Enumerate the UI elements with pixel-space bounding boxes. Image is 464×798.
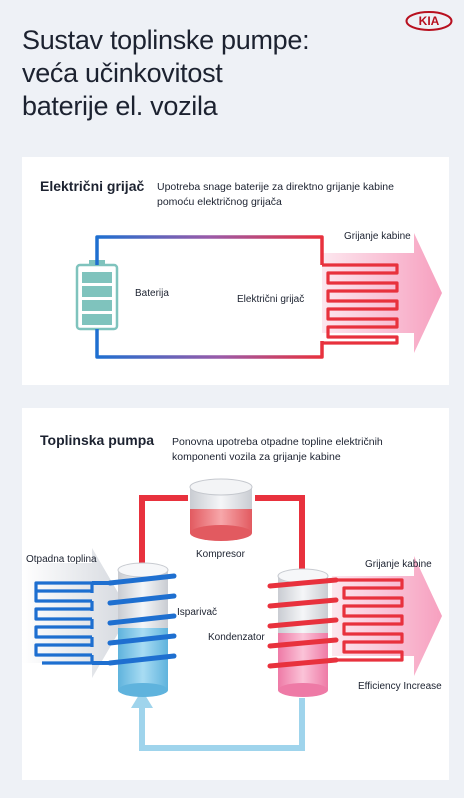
- cabin-heating-label: Grijanje kabine: [344, 231, 411, 242]
- battery-icon: [75, 260, 119, 331]
- waste-heat-label: Otpadna toplina: [26, 554, 97, 565]
- electric-heater-panel: Električni grijač Upotreba snage baterij…: [22, 157, 449, 385]
- title-line-1: Sustav toplinske pumpe:: [22, 25, 310, 55]
- heat-pump-heading: Toplinska pumpa: [40, 432, 155, 448]
- electric-heater-heading: Električni grijač: [40, 178, 145, 194]
- cabin-heating-coil: [322, 263, 399, 345]
- condenser-coil: [267, 577, 339, 669]
- electric-heater-description: Upotreba snage baterije za direktno grij…: [157, 181, 394, 208]
- cabin-heating-coil-2: [336, 578, 404, 662]
- cabin-heat-arrow: [322, 233, 442, 353]
- heat-pump-diagram: [22, 478, 442, 751]
- heat-pump-panel: Toplinska pumpa Ponovna upotreba otpadne…: [22, 408, 449, 780]
- condenser-cylinder: [277, 568, 329, 697]
- title-line-3: baterije el. vozila: [22, 91, 218, 121]
- waste-heat-coil: [34, 581, 92, 665]
- page-title: Sustav toplinske pumpe: veća učinkovitos…: [22, 24, 362, 123]
- return-pipe: [139, 698, 305, 751]
- battery-label: Baterija: [135, 288, 169, 299]
- electric-heater-label: Električni grijač: [237, 294, 305, 305]
- efficiency-increase-label: Efficiency Increase: [358, 681, 442, 692]
- cabin-heating-label-2: Grijanje kabine: [365, 559, 432, 570]
- compressor-icon: [189, 478, 253, 541]
- svg-text:KIA: KIA: [419, 14, 440, 28]
- waste-heat-arrow: [22, 548, 130, 678]
- evaporator-label: Isparivač: [177, 607, 218, 618]
- compressor-red-pipe: [139, 495, 305, 573]
- evaporator-coil: [107, 573, 177, 666]
- compressor-label: Kompresor: [196, 549, 245, 560]
- return-arrow-head: [131, 690, 153, 708]
- heater-top-wire: [95, 235, 324, 265]
- kia-logo: KIA: [405, 11, 453, 31]
- heat-pump-description: Ponovna upotreba otpadne topline elektri…: [172, 436, 383, 463]
- electric-heater-diagram: [75, 233, 442, 359]
- condenser-label: Kondenzator: [208, 632, 265, 643]
- heater-bottom-wire: [95, 329, 324, 359]
- title-line-2: veća učinkovitost: [22, 58, 223, 88]
